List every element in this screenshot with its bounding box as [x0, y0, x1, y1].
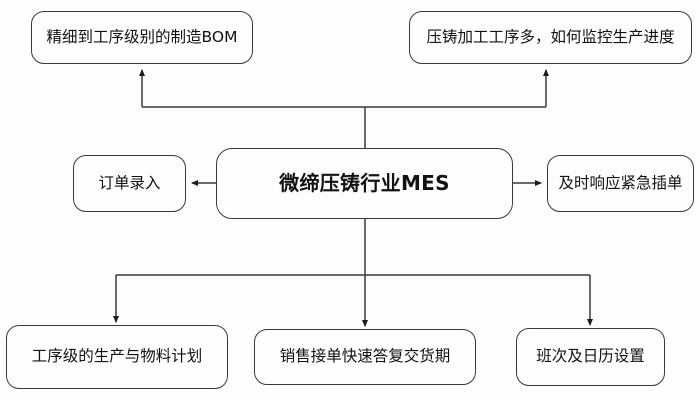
node-label: 班次及日历设置 [536, 347, 645, 366]
node-production-progress-monitoring[interactable]: 压铸加工工序多，如何监控生产进度 [409, 11, 692, 64]
node-label: 工序级的生产与物料计划 [31, 347, 203, 366]
node-label: 订单录入 [98, 173, 161, 192]
node-label: 精细到工序级别的制造BOM [46, 27, 238, 46]
node-label: 销售接单快速答复交货期 [279, 347, 451, 366]
node-label: 压铸加工工序多，如何监控生产进度 [426, 27, 675, 46]
node-urgent-order-response[interactable]: 及时响应紧急插单 [547, 155, 694, 212]
node-process-level-production-material-plan[interactable]: 工序级的生产与物料计划 [6, 325, 228, 389]
node-sales-order-delivery-reply[interactable]: 销售接单快速答复交货期 [254, 329, 476, 385]
node-label: 微缔压铸行业MES [279, 171, 450, 195]
node-center-mes[interactable]: 微缔压铸行业MES [216, 148, 513, 219]
node-manufacturing-bom[interactable]: 精细到工序级别的制造BOM [31, 11, 253, 64]
node-shift-calendar-settings[interactable]: 班次及日历设置 [516, 328, 665, 386]
node-label: 及时响应紧急插单 [558, 173, 683, 192]
node-order-entry[interactable]: 订单录入 [73, 155, 186, 212]
